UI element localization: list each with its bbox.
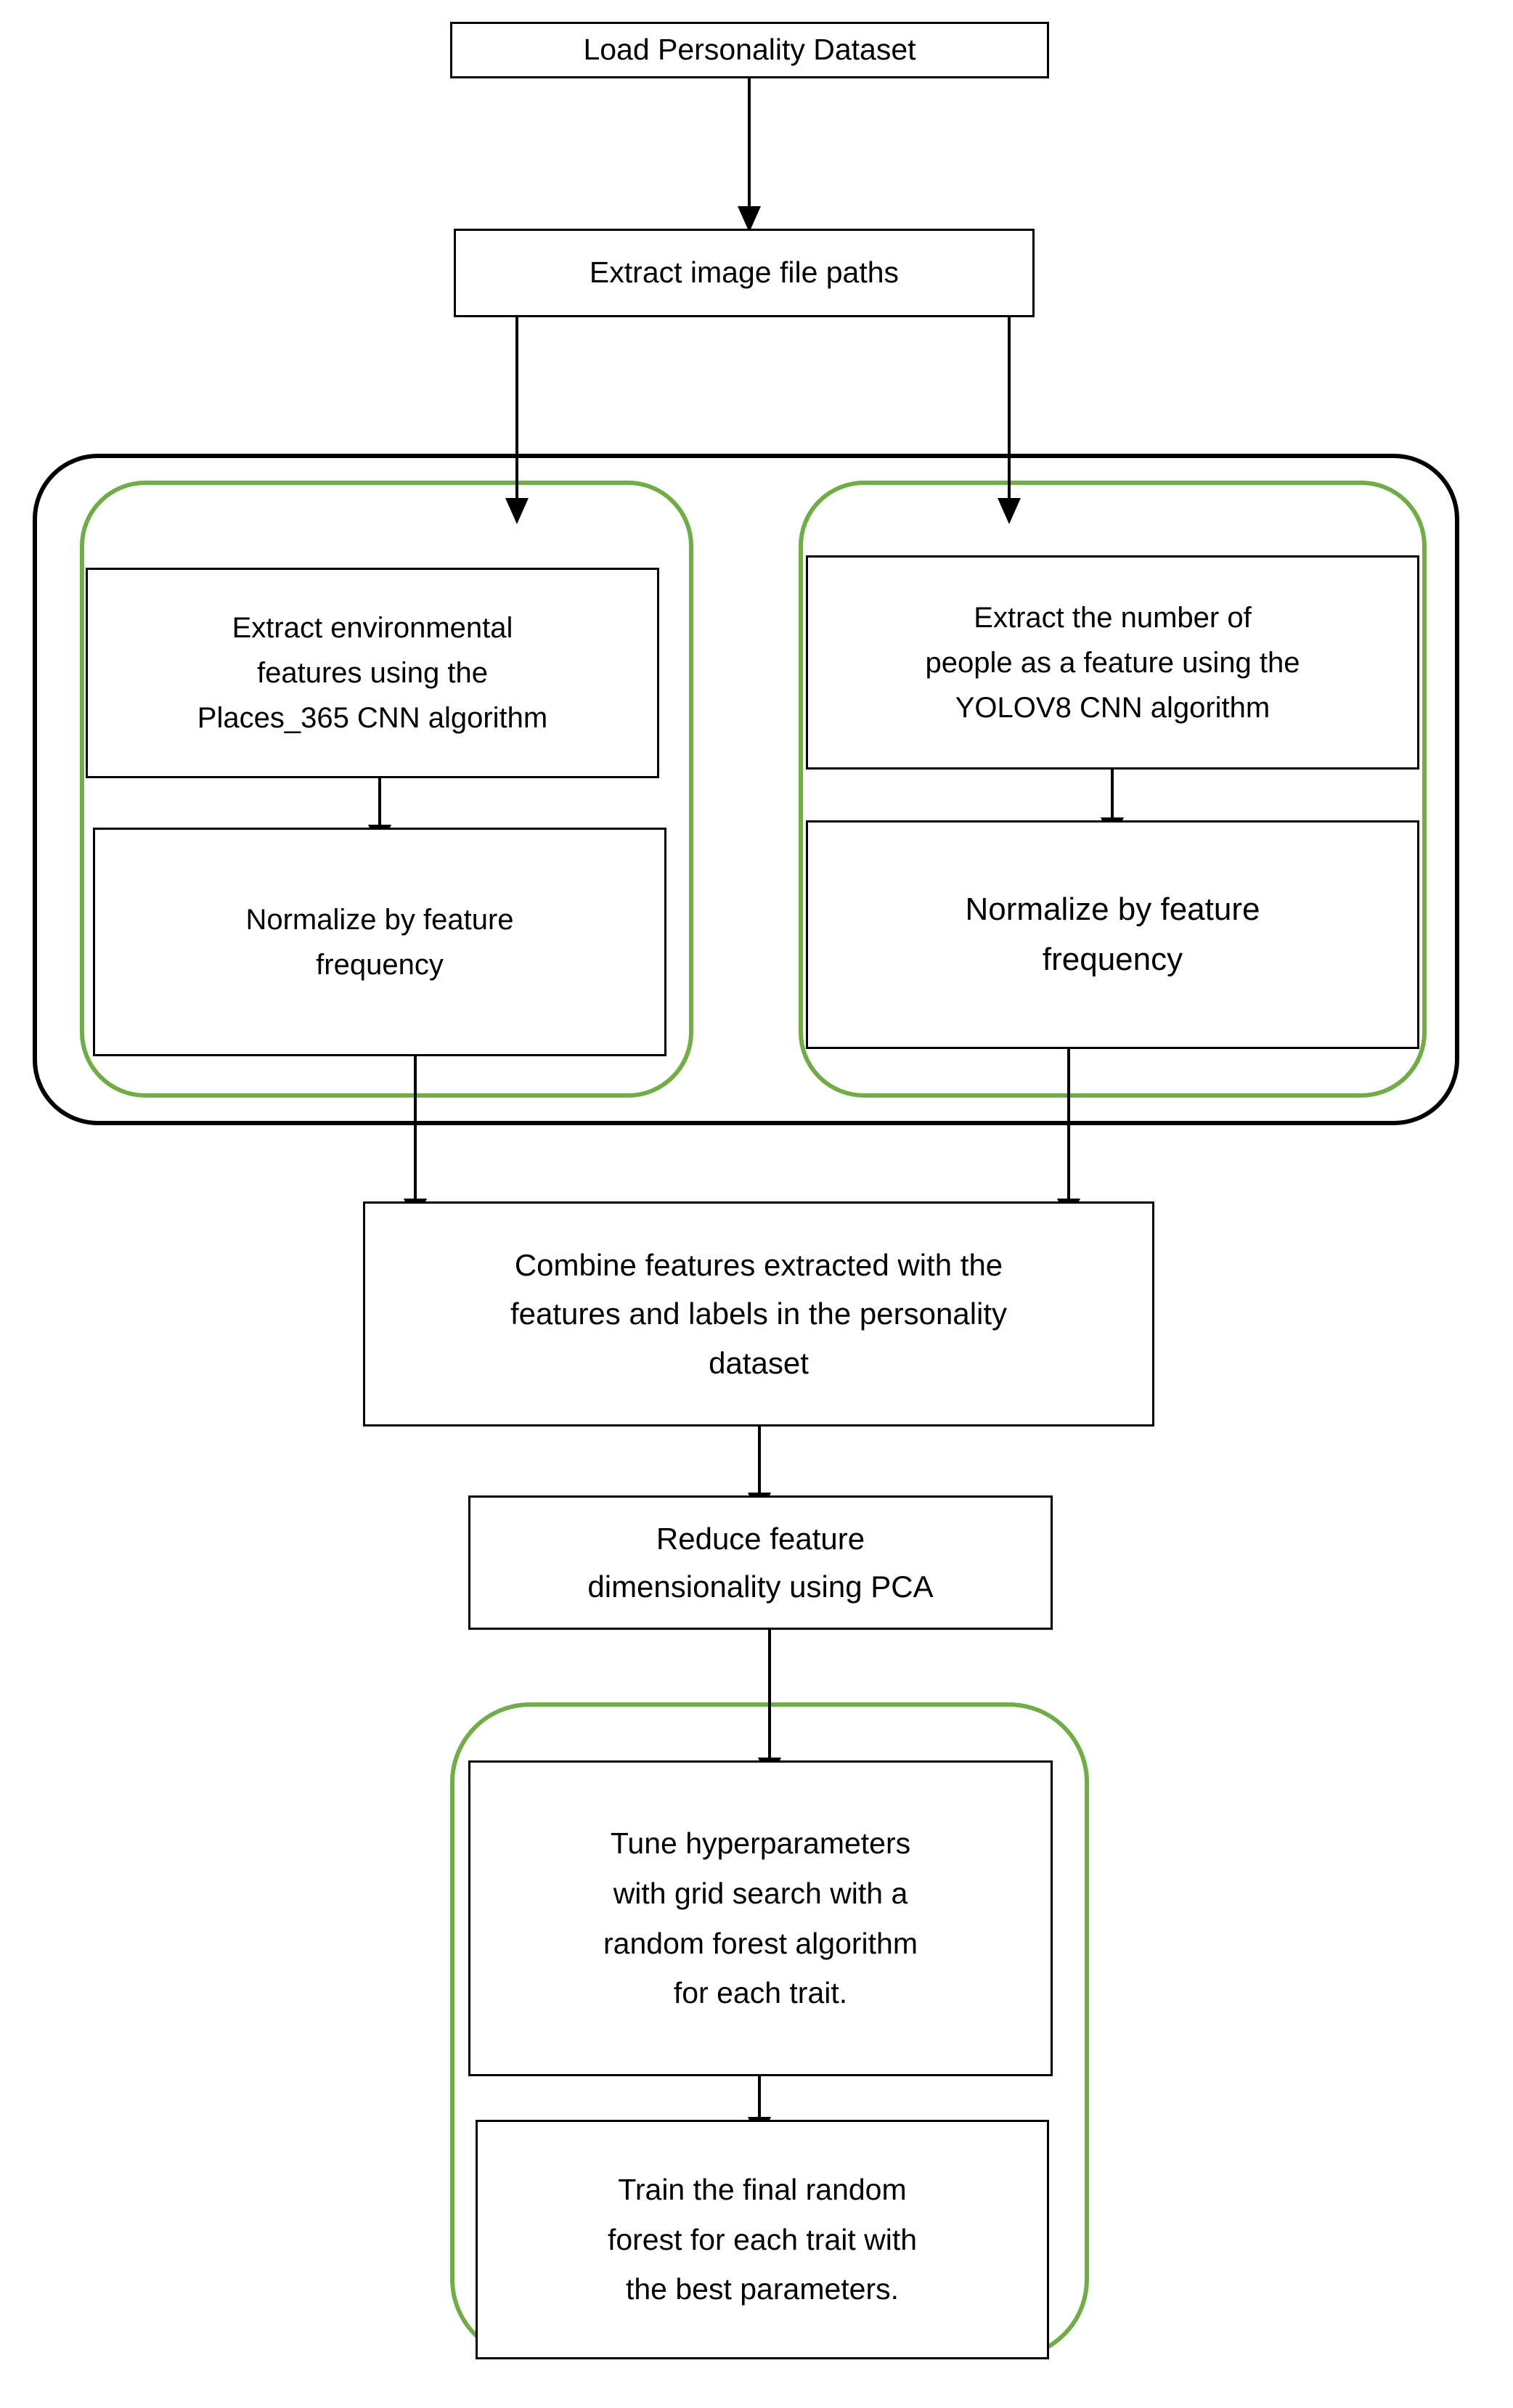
node-label: Extract image file paths	[589, 256, 900, 290]
node-label: Extract the number of people as a featur…	[925, 601, 1300, 724]
node-extract-number-of-people[interactable]: Extract the number of people as a featur…	[806, 555, 1419, 770]
node-label: Tune hyperparameters with grid search wi…	[603, 1826, 918, 2010]
node-load-personality-dataset[interactable]: Load Personality Dataset	[450, 22, 1049, 78]
node-reduce-pca[interactable]: Reduce feature dimensionality using PCA	[468, 1495, 1053, 1630]
group-environmental-branch	[80, 481, 693, 1098]
node-train-final-model[interactable]: Train the final random forest for each t…	[476, 2120, 1049, 2359]
node-label: Reduce feature dimensionality using PCA	[587, 1522, 934, 1604]
group-feature-extraction-outer	[33, 454, 1459, 1125]
node-label: Normalize by feature frequency	[245, 903, 514, 981]
node-extract-environmental-features[interactable]: Extract environmental features using the…	[86, 568, 659, 778]
node-combine-features[interactable]: Combine features extracted with the feat…	[363, 1201, 1154, 1427]
node-tune-hyperparameters[interactable]: Tune hyperparameters with grid search wi…	[468, 1760, 1053, 2076]
node-label: Load Personality Dataset	[583, 33, 916, 67]
node-normalize-right[interactable]: Normalize by feature frequency	[806, 820, 1419, 1049]
node-label: Normalize by feature frequency	[965, 891, 1260, 977]
node-label: Combine features extracted with the feat…	[510, 1248, 1008, 1380]
node-extract-image-file-paths[interactable]: Extract image file paths	[454, 229, 1035, 317]
node-normalize-left[interactable]: Normalize by feature frequency	[93, 828, 666, 1056]
node-label: Train the final random forest for each t…	[607, 2172, 918, 2306]
group-people-count-branch	[799, 481, 1427, 1098]
node-label: Extract environmental features using the…	[197, 612, 548, 734]
